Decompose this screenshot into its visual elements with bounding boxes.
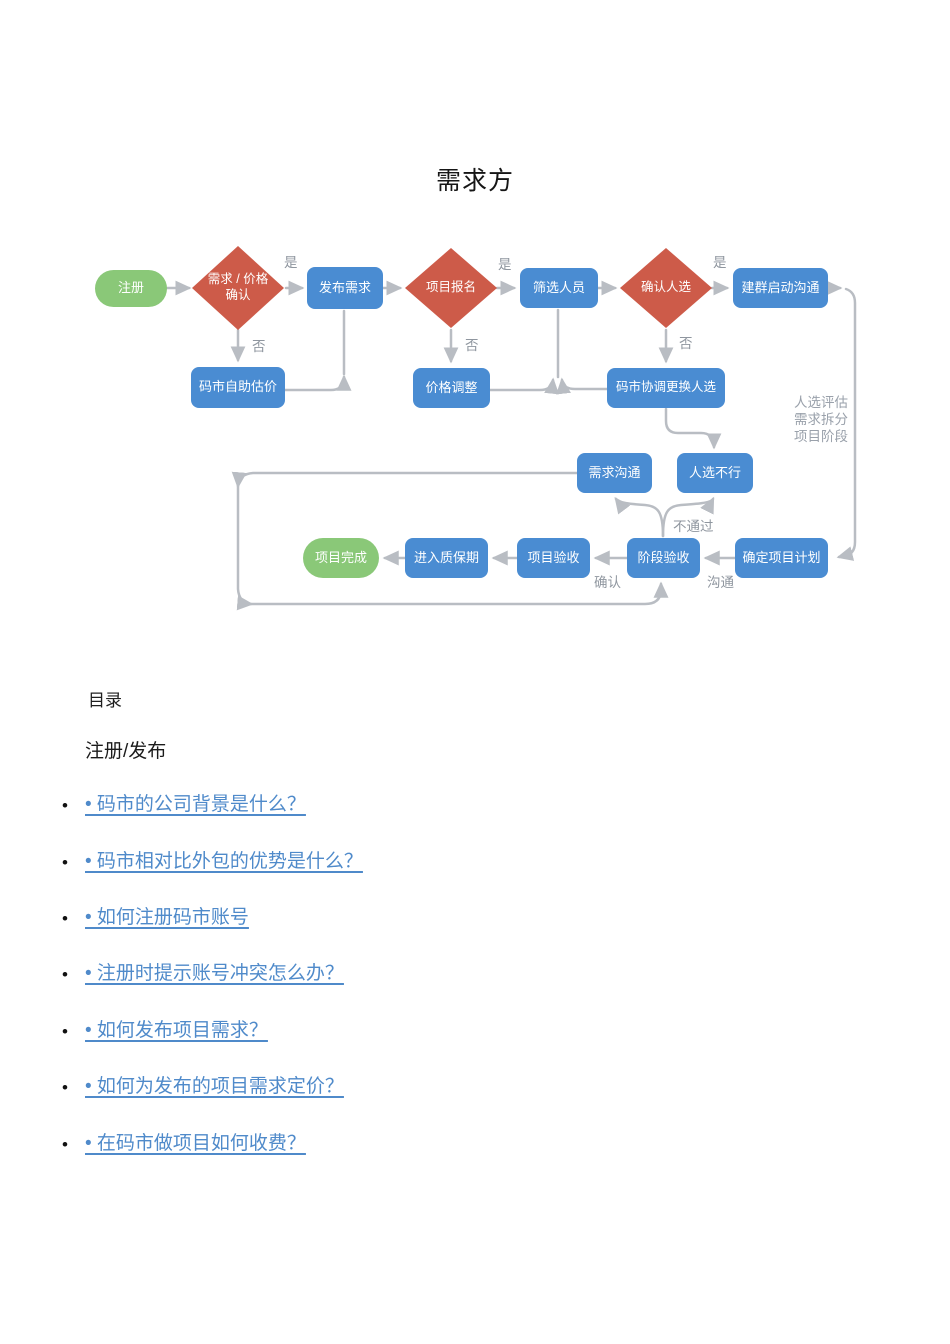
edge-label-yes-3: 是 <box>713 255 727 270</box>
faq-item: • • 如何为发布的项目需求定价？ <box>62 1076 344 1098</box>
edge-label-not-pass: 不通过 <box>673 519 714 534</box>
node-create-group: 建群启动沟通 <box>733 268 828 308</box>
bullet-icon: • <box>62 965 68 984</box>
bullet-icon: • <box>62 796 68 815</box>
node-price-adjust: 价格调整 <box>413 368 490 408</box>
faq-item: • • 如何注册码市账号 <box>62 907 249 929</box>
node-self-estimate: 码市自助估价 <box>191 367 285 408</box>
node-register: 注册 <box>95 270 167 307</box>
node-warranty: 进入质保期 <box>405 538 488 578</box>
faq-link-how-to-publish[interactable]: • 如何发布项目需求？ <box>85 1020 268 1041</box>
node-screen-people: 筛选人员 <box>520 268 598 308</box>
node-coordinate-replace: 码市协调更换人选 <box>607 368 725 408</box>
bullet-icon: • <box>62 909 68 928</box>
faq-item: • • 码市的公司背景是什么？ <box>62 794 306 816</box>
flowchart-connectors <box>165 280 857 611</box>
edge-label-no-3: 否 <box>679 336 693 351</box>
node-project-accept: 项目验收 <box>517 538 590 578</box>
node-demand-communicate: 需求沟通 <box>577 453 652 493</box>
faq-link-advantage-vs-outsourcing[interactable]: • 码市相对比外包的优势是什么？ <box>85 851 363 872</box>
edge-label-communicate: 沟通 <box>707 575 734 590</box>
edge-label-yes-2: 是 <box>498 257 512 272</box>
bullet-icon: • <box>62 1135 68 1154</box>
bullet-icon: • <box>62 1078 68 1097</box>
faq-link-project-fees[interactable]: • 在码市做项目如何收费？ <box>85 1133 306 1154</box>
faq-link-how-to-register[interactable]: • 如何注册码市账号 <box>85 907 249 928</box>
faq-link-account-conflict[interactable]: • 注册时提示账号冲突怎么办？ <box>85 963 344 984</box>
faq-link-company-background[interactable]: • 码市的公司背景是什么？ <box>85 794 306 815</box>
faq-item: • • 注册时提示账号冲突怎么办？ <box>62 963 344 985</box>
node-stage-accept: 阶段验收 <box>627 538 700 578</box>
edge-annotation-candidate-evaluation: 人选评估 需求拆分 项目阶段 <box>794 395 848 444</box>
faq-link-how-to-price[interactable]: • 如何为发布的项目需求定价？ <box>85 1076 344 1097</box>
faq-item: • • 码市相对比外包的优势是什么？ <box>62 851 363 873</box>
edge-label-yes-1: 是 <box>284 255 298 270</box>
node-project-plan: 确定项目计划 <box>735 538 828 578</box>
node-candidate-fail: 人选不行 <box>677 453 753 493</box>
page-title: 需求方 <box>435 167 514 195</box>
node-project-done: 项目完成 <box>303 538 379 578</box>
faq-item: • • 在码市做项目如何收费？ <box>62 1133 306 1155</box>
bullet-icon: • <box>62 853 68 872</box>
edge-label-confirm: 确认 <box>594 575 621 590</box>
edge-label-no-2: 否 <box>465 338 479 353</box>
bullet-icon: • <box>62 1022 68 1041</box>
node-publish-demand: 发布需求 <box>307 267 383 309</box>
toc-section-register-publish: 注册/发布 <box>85 741 167 762</box>
faq-item: • • 如何发布项目需求？ <box>62 1020 268 1042</box>
toc-heading: 目录 <box>88 691 122 710</box>
edge-label-no-1: 否 <box>252 339 266 354</box>
